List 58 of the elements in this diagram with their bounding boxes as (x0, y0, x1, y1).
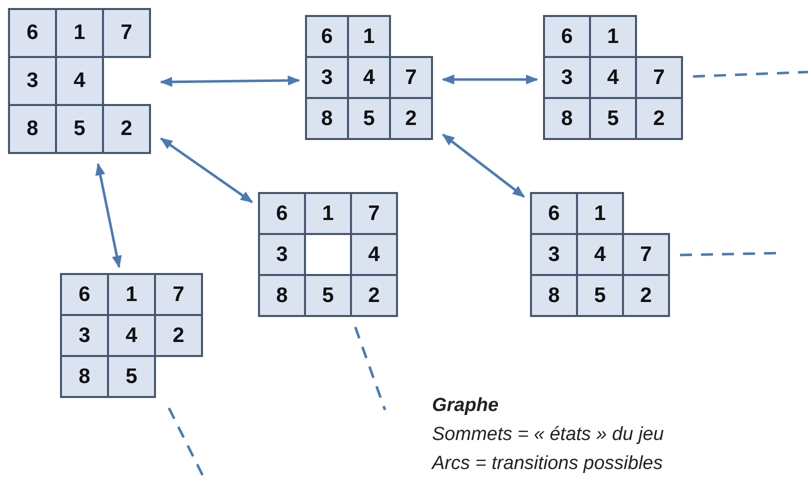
puzzle-tile: 3 (258, 233, 306, 276)
dashed-line (354, 326, 386, 410)
puzzle-tile: 5 (347, 97, 391, 140)
puzzle-tile: 5 (589, 97, 637, 140)
puzzle-tile: 8 (60, 355, 109, 398)
arrow (442, 74, 538, 84)
puzzle-tile: 7 (350, 192, 398, 235)
puzzle-tile: 7 (635, 56, 683, 99)
puzzle-tile: 3 (530, 233, 578, 276)
puzzle-tile: 8 (530, 274, 578, 317)
legend-heading: Graphe (432, 395, 499, 417)
puzzle-tile: 1 (304, 192, 352, 235)
puzzle-tile: 1 (107, 273, 156, 316)
legend-note: Arcs = transitions possibles (432, 453, 663, 475)
puzzle-tile: 7 (389, 56, 433, 99)
arrow (160, 137, 254, 204)
puzzle-tile: 1 (589, 15, 637, 58)
puzzle-tile: 6 (530, 192, 578, 235)
puzzle-tile: 7 (622, 233, 670, 276)
puzzle-tile: 3 (543, 56, 591, 99)
puzzle-tile: 8 (543, 97, 591, 140)
puzzle-tile: 4 (107, 314, 156, 357)
puzzle-tile: 6 (8, 8, 57, 58)
puzzle-tile: 2 (635, 97, 683, 140)
puzzle-tile: 5 (107, 355, 156, 398)
puzzle-tile: 4 (350, 233, 398, 276)
puzzle-tile: 8 (8, 104, 57, 154)
puzzle-tile: 5 (304, 274, 352, 317)
puzzle-tile: 5 (576, 274, 624, 317)
puzzle-tile: 3 (8, 56, 57, 106)
puzzle-tile: 4 (589, 56, 637, 99)
puzzle-tile: 3 (60, 314, 109, 357)
puzzle-tile: 6 (60, 273, 109, 316)
puzzle-tile: 1 (576, 192, 624, 235)
puzzle-tile: 4 (576, 233, 624, 276)
puzzle-tile: 8 (305, 97, 349, 140)
arrow (160, 76, 300, 87)
legend-note: Sommets = « états » du jeu (432, 424, 664, 446)
puzzle-tile: 1 (55, 8, 104, 58)
puzzle-tile: 2 (154, 314, 203, 357)
arrow (442, 134, 525, 198)
puzzle-tile: 2 (102, 104, 151, 154)
puzzle-tile: 1 (347, 15, 391, 58)
puzzle-tile: 2 (389, 97, 433, 140)
puzzle-tile: 4 (347, 56, 391, 99)
puzzle-tile: 8 (258, 274, 306, 317)
puzzle-tile: 5 (55, 104, 104, 154)
puzzle-tile: 6 (258, 192, 306, 235)
puzzle-tile: 6 (543, 15, 591, 58)
puzzle-tile: 2 (622, 274, 670, 317)
puzzle-tile: 7 (154, 273, 203, 316)
dashed-line (692, 70, 808, 78)
puzzle-tile: 4 (55, 56, 104, 106)
arrow (95, 162, 122, 268)
puzzle-tile: 3 (305, 56, 349, 99)
puzzle-tile: 2 (350, 274, 398, 317)
puzzle-tile: 6 (305, 15, 349, 58)
puzzle-tile: 7 (102, 8, 151, 58)
